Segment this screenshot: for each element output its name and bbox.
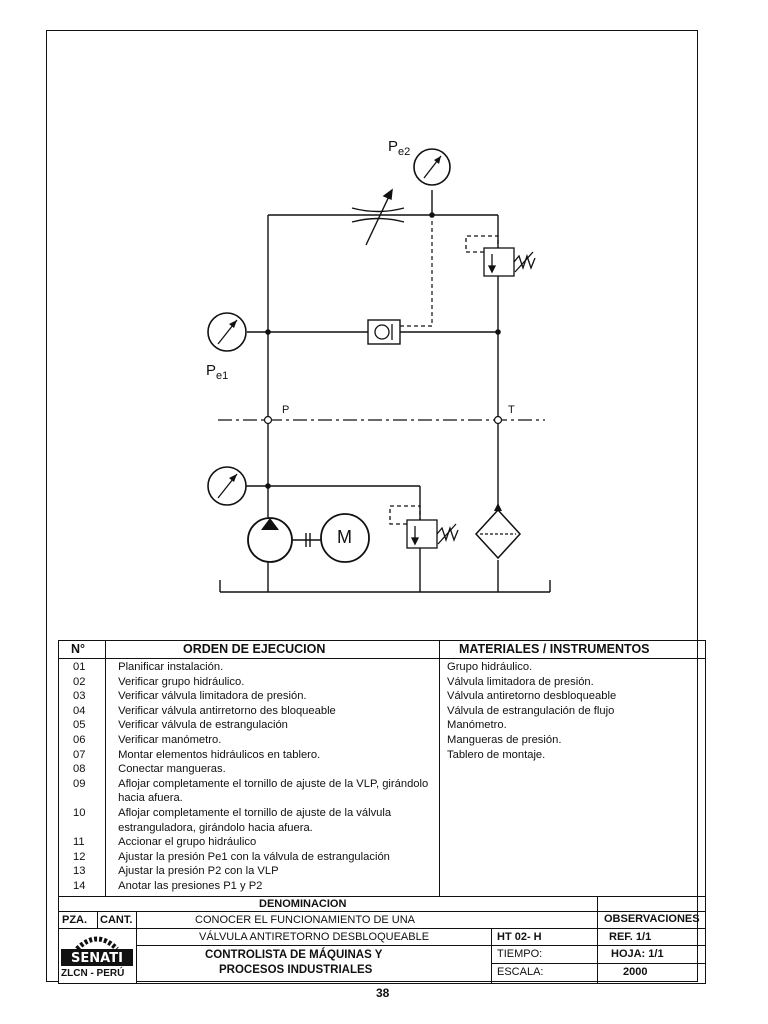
step-text: Aflojar completamente el tornillo de aju… [118,777,429,805]
material-item: Grupo hidráulico. [447,661,533,673]
step-row: 04 Verificar válvula antirretorno des blo… [59,704,439,719]
electric-motor [320,513,370,563]
step-number: 11 [73,836,85,849]
senati-logo: SENATI ZLCN - PERÚ [59,929,136,983]
label-pe2: Pe2 [388,138,411,158]
step-text: Ajustar la presión P2 con la VLP [118,865,279,878]
pressure-gauge-pump [207,466,247,506]
material-item: Tablero de montaje. [447,748,546,761]
col-number: N° [71,642,86,656]
step-row: 12 Ajustar la presión Pe1 con la válvula … [59,850,439,865]
step-number: 10 [73,806,86,819]
step-number: 02 [73,675,86,688]
col-order: ORDEN DE EJECUCION [183,642,326,656]
label-pe1: Pe1 [206,362,229,382]
step-number: 09 [73,777,86,790]
ref-value: REF. 1/1 [609,931,652,943]
title-block: DENOMINACION PZA. CANT. CONOCER EL FUNCI… [58,896,706,984]
step-text: Verificar válvula limitadora de presión. [118,690,307,703]
title-line-1: CONOCER EL FUNCIONAMIENTO DE UNA [195,914,416,926]
step-row: 03 Verificar válvula limitadora de presió… [59,689,439,704]
step-row: 01 Planificar instalación. [59,660,439,675]
step-row: 07 Montar elementos hidráulicos en tabler… [59,748,439,763]
step-row: 14 Anotar las presiones P1 y P2 [59,879,439,894]
course-line-2: PROCESOS INDUSTRIALES [219,964,373,976]
step-number: 01 [73,661,86,673]
step-number: 06 [73,733,86,746]
ht-code: HT 02- H [497,931,542,943]
step-text: Montar elementos hidráulicos en tablero. [118,748,321,761]
step-text: Verificar válvula de estrangulación [118,719,288,732]
step-row: 13 Ajustar la presión P2 con la VLP [59,864,439,879]
title-line-2: VÁLVULA ANTIRETORNO DESBLOQUEABLE [199,931,430,943]
label-port-p: P [282,404,290,416]
hoja-value: HOJA: 1/1 [611,948,664,960]
relief-valve-1 [465,235,536,277]
step-text: Verificar válvula antirretorno des bloqu… [118,704,336,717]
material-item: Mangueras de presión. [447,733,562,746]
materials-list: Grupo hidráulico. Válvula limitadora de p… [447,660,616,762]
course-line-1: CONTROLISTA DE MÁQUINAS Y [205,949,383,961]
observaciones-label: OBSERVACIONES [604,913,700,925]
execution-table: N° ORDEN DE EJECUCION MATERIALES / INSTR… [58,640,706,896]
step-text: Verificar grupo hidráulico. [118,675,245,688]
step-number: 08 [73,763,86,776]
pza-label: PZA. [62,914,88,926]
port-p [263,415,273,425]
step-row: 06 Verificar manómetro. [59,733,439,748]
region-label: ZLCN - PERÚ [61,968,125,979]
step-text: Aflojar completamente el tornillo de aju… [118,806,392,834]
step-number: 12 [73,850,86,863]
hydraulic-circuit-diagram [207,148,551,593]
steps-list: 01 Planificar instalación. 02 Verificar gru… [59,660,439,894]
step-text: Accionar el grupo hidráulico [118,836,257,849]
label-motor: M [337,527,352,547]
pressure-gauge-pe2 [413,148,451,186]
gear-icon: SENATI [61,936,133,966]
step-row: 08 Conectar mangueras. [59,762,439,777]
step-number: 04 [73,704,86,717]
col-materials: MATERIALES / INSTRUMENTOS [459,642,650,656]
step-row: 02 Verificar grupo hidráulico. [59,675,439,690]
material-item: Válvula de estrangulación de flujo [447,704,615,717]
material-item: Manómetro. [447,719,507,732]
step-number: 05 [73,719,86,732]
tiempo-label: TIEMPO: [497,948,543,960]
material-item: Válvula limitadora de presión. [447,675,594,688]
hydraulic-pump [247,517,322,563]
step-text: Conectar mangueras. [118,763,226,776]
step-number: 03 [73,690,86,703]
denominacion-label: DENOMINACION [259,898,347,910]
filter [474,503,522,560]
page-number: 38 [376,986,390,1000]
pressure-gauge-pe1 [207,312,247,352]
step-row: 11 Accionar el grupo hidráulico [59,835,439,850]
svg-text:SENATI: SENATI [71,951,123,966]
relief-valve-2 [389,505,459,549]
escala-label: ESCALA: [497,966,544,978]
step-row: 05 Verificar válvula de estrangulación [59,718,439,733]
throttle-valve [351,188,405,246]
check-valve-pilot [367,218,433,345]
step-text: Planificar instalación. [118,661,224,673]
step-row: 10 Aflojar completamente el tornillo de a… [59,806,439,835]
step-text: Ajustar la presión Pe1 con la válvula de… [118,850,390,863]
step-text: Anotar las presiones P1 y P2 [118,879,263,892]
drawing-sheet [46,30,698,982]
step-number: 07 [73,748,86,761]
material-item: Válvula antiretorno desbloqueable [447,690,617,703]
step-text: Verificar manómetro. [118,733,222,746]
step-number: 13 [73,865,86,878]
label-port-t: T [508,404,515,416]
execution-header: N° ORDEN DE EJECUCION MATERIALES / INSTR… [59,641,705,659]
step-number: 14 [73,879,86,892]
escala-value: 2000 [623,966,648,978]
cant-label: CANT. [100,914,133,926]
port-t [493,415,503,425]
step-row: 09 Aflojar completamente el tornillo de a… [59,777,439,806]
